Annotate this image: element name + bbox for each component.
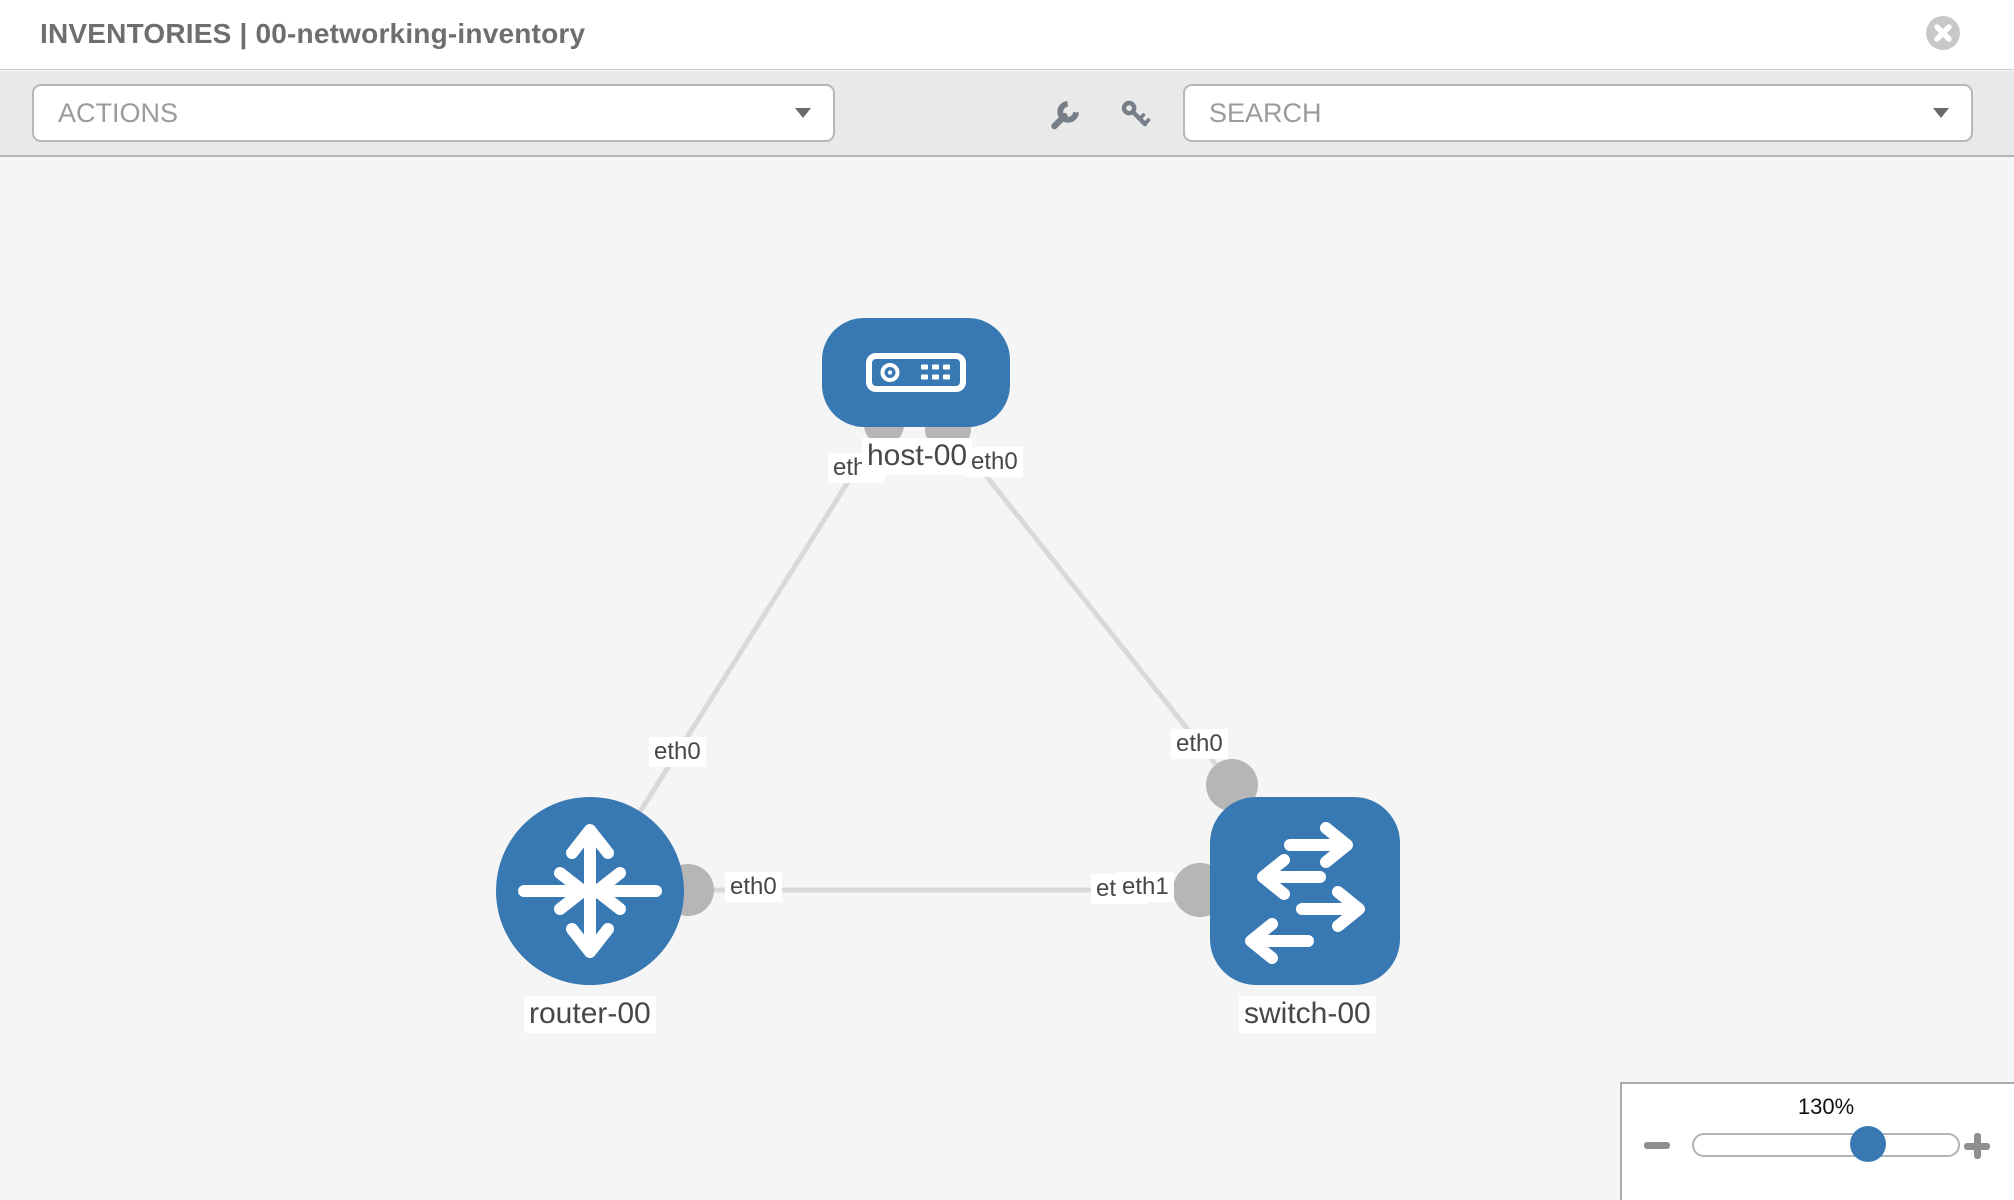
close-icon <box>1925 16 1961 55</box>
link-switch-host <box>946 426 1234 787</box>
node-label-switch-00: switch-00 <box>1239 996 1376 1033</box>
search-dropdown[interactable]: SEARCH <box>1183 84 1973 142</box>
interface-label-router-eth0-up: eth0 <box>649 737 706 767</box>
interface-label-router-eth0-right: eth0 <box>725 872 782 902</box>
actions-dropdown[interactable]: ACTIONS <box>32 84 835 142</box>
host-device-icon <box>822 318 1010 427</box>
chevron-down-icon <box>1933 108 1949 118</box>
switch-icon <box>1210 797 1400 985</box>
links-layer <box>587 405 1300 917</box>
topology-canvas[interactable]: host-00 router-00 switch-00 eth0 eth0 et… <box>0 157 2014 1200</box>
chevron-down-icon <box>795 108 811 118</box>
credentials-button[interactable] <box>1117 97 1155 133</box>
node-label-router-00: router-00 <box>524 996 656 1033</box>
plus-icon <box>1974 1133 1981 1159</box>
zoom-out-button[interactable] <box>1644 1142 1670 1149</box>
toolbar: ACTIONS SEARCH <box>0 71 2014 157</box>
search-placeholder: SEARCH <box>1209 97 1322 128</box>
zoom-slider[interactable] <box>1692 1126 1960 1162</box>
actions-dropdown-label: ACTIONS <box>58 97 179 128</box>
node-switch-00[interactable] <box>1210 797 1400 985</box>
close-button[interactable] <box>1925 15 1961 51</box>
configure-button[interactable] <box>1046 97 1084 133</box>
zoom-in-button[interactable] <box>1964 1133 1990 1159</box>
zoom-control-panel: 130% <box>1620 1082 2014 1200</box>
key-icon <box>1117 100 1155 137</box>
node-router-00[interactable] <box>496 797 684 985</box>
interface-label-switch-eth0: eth0 <box>1171 729 1228 759</box>
interface-label-switch-eth1: eth1 <box>1117 872 1174 902</box>
header-bar: INVENTORIES | 00-networking-inventory <box>0 0 2014 70</box>
router-icon <box>496 797 684 985</box>
zoom-slider-thumb[interactable] <box>1850 1126 1886 1162</box>
page-title: INVENTORIES | 00-networking-inventory <box>40 18 586 49</box>
zoom-level-value: 130% <box>1797 1094 1855 1119</box>
node-label-host-00: host-00 <box>862 438 973 475</box>
wrench-icon <box>1046 100 1084 137</box>
node-host-00[interactable] <box>822 318 1010 427</box>
interface-label-host-eth0-right: eth0 <box>966 447 1023 477</box>
